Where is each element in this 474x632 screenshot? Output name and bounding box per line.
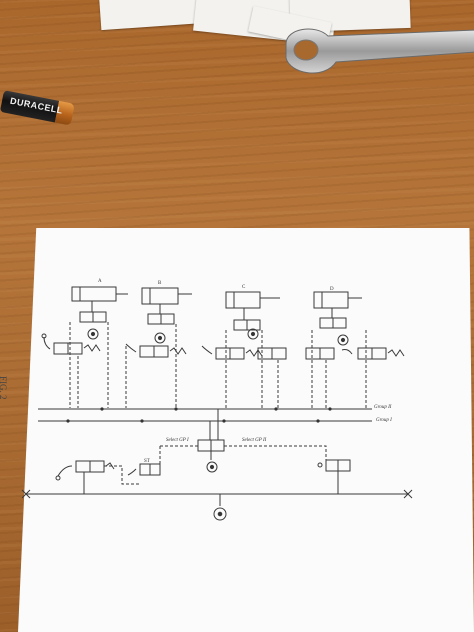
- cylinder-c-label: C: [242, 285, 246, 290]
- group-lines: [38, 408, 372, 422]
- push-buttons: [41, 333, 353, 355]
- cylinder-b: [141, 287, 192, 344]
- select-gp1-label: Select GP I: [166, 438, 189, 443]
- wrench: [285, 28, 474, 74]
- cylinder-a: [71, 286, 128, 340]
- cylinder-c: [225, 291, 280, 340]
- group-ii-label: Group II: [374, 405, 392, 410]
- document-sheet: [18, 228, 474, 632]
- signal-valves: [53, 342, 405, 360]
- start-valves: [55, 460, 161, 494]
- group-i-label: Group I: [376, 418, 392, 423]
- feed-lines: [69, 322, 367, 408]
- main-supply-line: [21, 489, 413, 521]
- cylinder-d-label: D: [330, 287, 334, 292]
- cylinder-a-label: A: [98, 279, 102, 284]
- cylinder-d: [313, 291, 362, 346]
- select-gp2-label: Select GP II: [242, 438, 267, 443]
- cylinder-b-label: B: [158, 281, 162, 286]
- st-label: ST: [144, 459, 150, 464]
- group-select-valve: [317, 459, 351, 494]
